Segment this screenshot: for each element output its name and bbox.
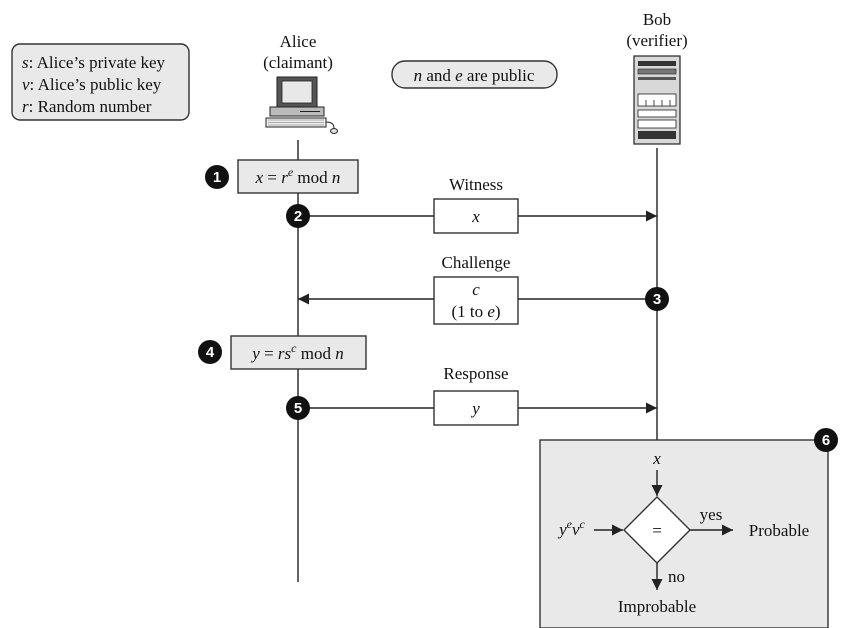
step-4-marker: 4 bbox=[198, 340, 222, 364]
svg-text:5: 5 bbox=[294, 400, 302, 417]
challenge-value: c bbox=[472, 280, 480, 299]
step-1-compute-witness: x = re mod n bbox=[237, 159, 359, 194]
verify-input-x: x bbox=[652, 449, 661, 468]
step-1-formula: x = re mod n bbox=[255, 165, 341, 187]
svg-text:4: 4 bbox=[206, 344, 215, 361]
alice-name: Alice bbox=[280, 32, 317, 51]
response-value: y bbox=[470, 399, 480, 418]
probable-result: Probable bbox=[749, 521, 809, 540]
no-label: no bbox=[668, 567, 685, 586]
yes-label: yes bbox=[700, 505, 723, 524]
challenge-range: (1 to e) bbox=[451, 302, 500, 321]
alice-role: (claimant) bbox=[263, 53, 333, 72]
step-4-compute-response: y = rsc mod n bbox=[230, 335, 367, 370]
witness-label: Witness bbox=[449, 175, 503, 194]
legend-item-random-number: r: Random number bbox=[22, 97, 152, 116]
step-2-marker: 2 bbox=[286, 204, 310, 228]
legend-item-public-key: v: Alice’s public key bbox=[22, 75, 162, 94]
step-5-marker: 5 bbox=[286, 396, 310, 420]
comparison-operator: = bbox=[652, 521, 662, 540]
public-note-text: n and e are public bbox=[414, 66, 535, 85]
step-6-marker: 6 bbox=[814, 428, 838, 452]
step-3-marker: 3 bbox=[645, 287, 669, 311]
bob-role: (verifier) bbox=[626, 31, 687, 50]
svg-text:1: 1 bbox=[213, 169, 221, 186]
bob-name: Bob bbox=[643, 10, 671, 29]
challenge-box bbox=[433, 276, 519, 325]
verify-input-yevc: yevc bbox=[557, 517, 585, 539]
step-4-formula: y = rsc mod n bbox=[250, 341, 343, 363]
witness-box bbox=[433, 198, 519, 234]
step-1-marker: 1 bbox=[205, 165, 229, 189]
response-box bbox=[433, 390, 519, 426]
challenge-label: Challenge bbox=[442, 253, 511, 272]
svg-text:3: 3 bbox=[653, 291, 661, 308]
legend-item-private-key: s: Alice’s private key bbox=[22, 53, 166, 72]
computer-icon bbox=[265, 76, 338, 134]
server-icon bbox=[633, 55, 681, 145]
verification-panel: x = yevc yes Probable no Improbable bbox=[539, 439, 829, 628]
svg-text:2: 2 bbox=[294, 208, 302, 225]
legend-box: s: Alice’s private key v: Alice’s public… bbox=[11, 43, 190, 121]
svg-text:6: 6 bbox=[822, 432, 830, 449]
public-note: n and e are public bbox=[391, 60, 558, 89]
response-label: Response bbox=[443, 364, 508, 383]
witness-value: x bbox=[471, 207, 480, 226]
improbable-result: Improbable bbox=[618, 597, 696, 616]
